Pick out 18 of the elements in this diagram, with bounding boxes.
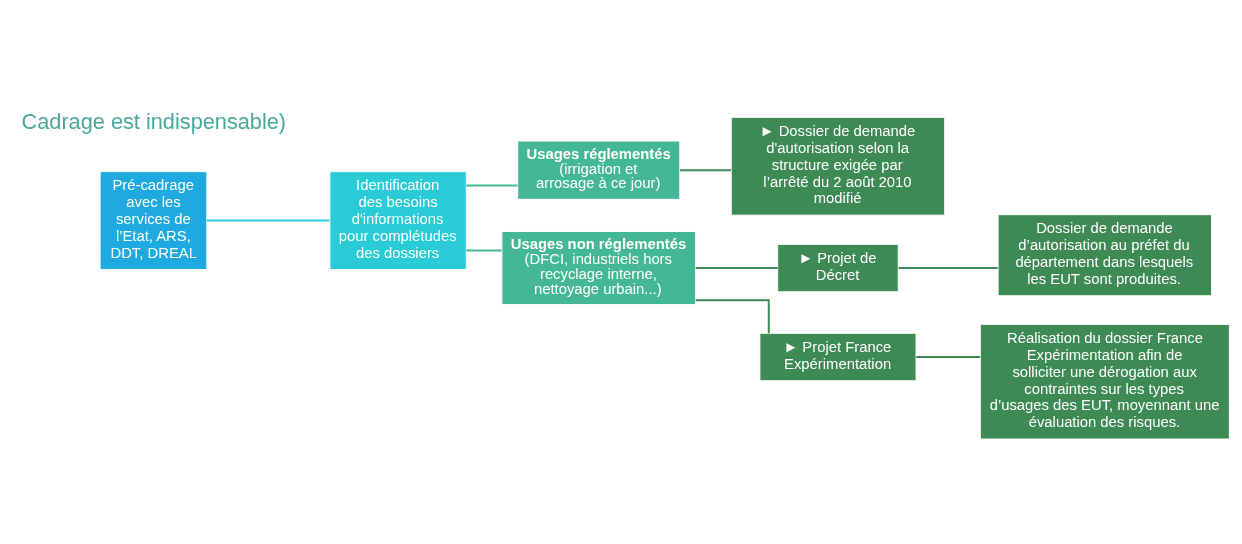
connector (465, 249, 503, 252)
connector (679, 169, 732, 172)
node-box: Réalisation du dossier France Expérimentation afin de solliciter une dérogation aux contraintes sur les types d’usages des EUT, moyennant une évaluation des risques. (979, 323, 1230, 440)
node-box: ► Projet France Expérimentation (759, 332, 917, 382)
connector (915, 356, 982, 358)
node-box: ► Dossier de demande d'autorisation selon la structure exigée par l’arrêté du 2 août 2010 modifié (730, 116, 946, 216)
connector (694, 299, 770, 335)
node-box: Usages réglementés (irrigation et arrosage à ce jour) (517, 140, 681, 200)
connector (465, 184, 519, 187)
label: Cadrage est indispensable) (21, 109, 287, 135)
node-box: Pré-cadrage avec les services de l’Etat, ARS, DDT, DREAL (99, 171, 208, 271)
node-box: ► Projet de Décret (777, 243, 899, 293)
connector (694, 267, 779, 270)
node-box: Dossier de demande d’autorisation au préfet du département dans lesquels les EUT sont produites. (997, 214, 1213, 297)
node-box: Identification des besoins d'informations pour complétudes des dossiers (329, 171, 467, 271)
node-box: Usages non réglementés (DFCI, industriels hors recyclage interne, nettoyage urbain...) (501, 230, 697, 306)
connector (897, 267, 999, 270)
connector (205, 219, 331, 222)
